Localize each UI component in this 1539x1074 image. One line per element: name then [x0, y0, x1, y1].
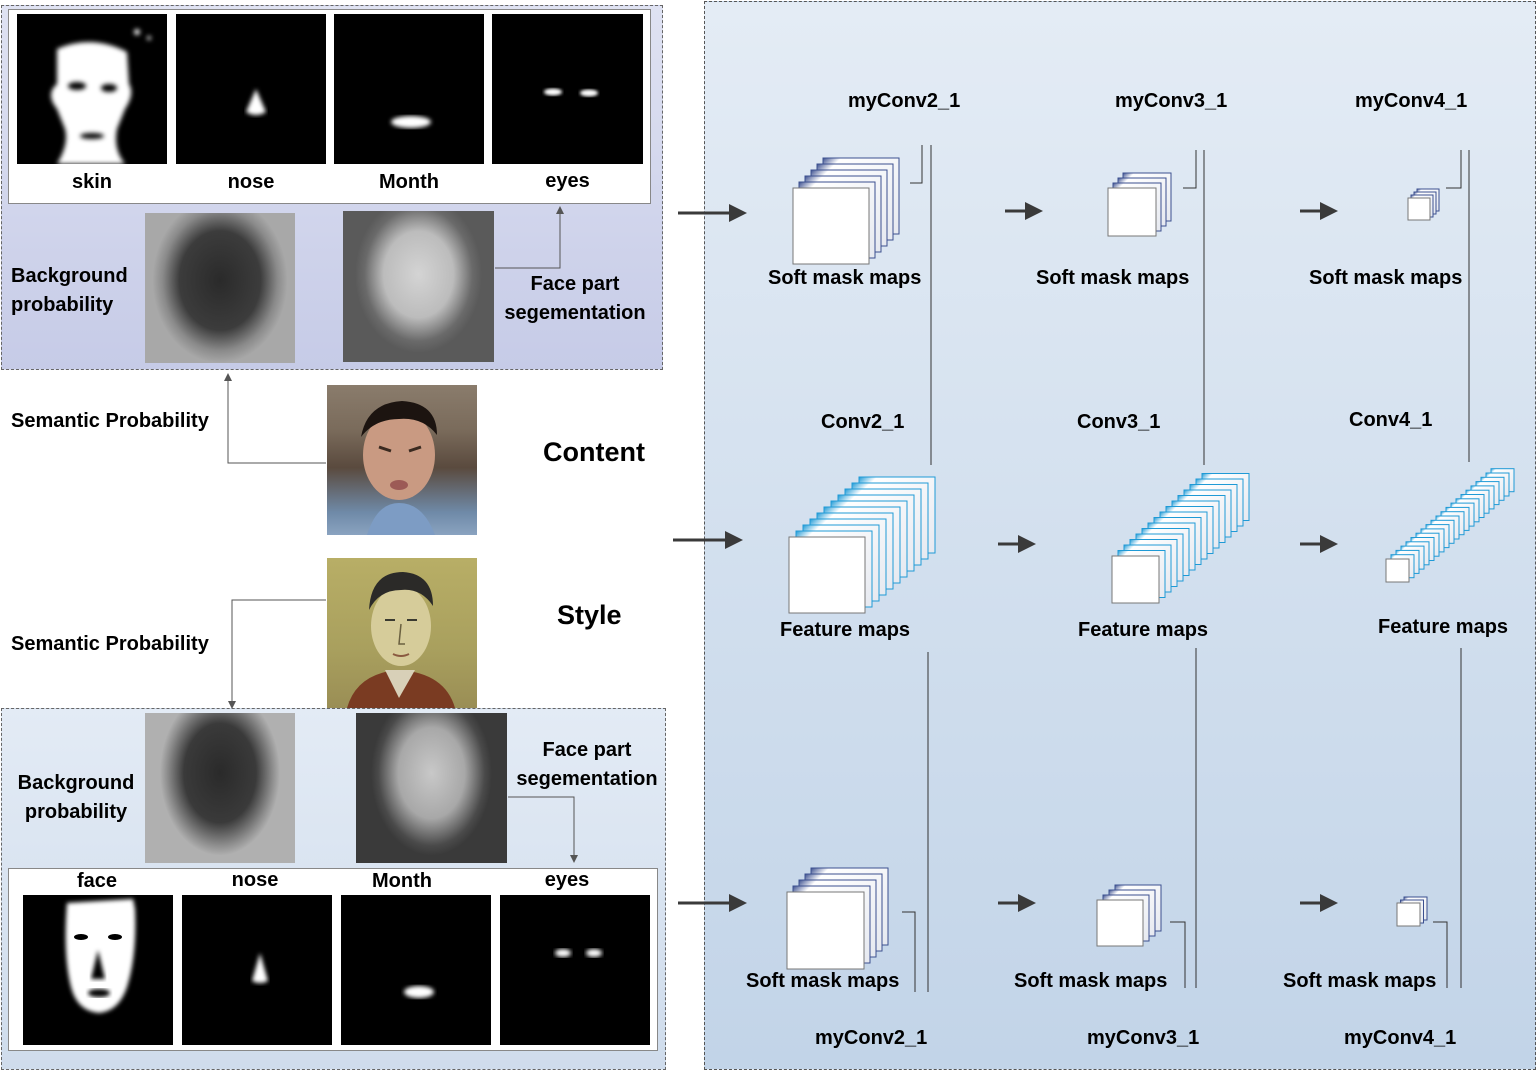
content-semantic-probability-label: Semantic Probability	[11, 410, 209, 432]
top-caption-1: Soft mask maps	[768, 267, 922, 289]
style-photo	[327, 558, 477, 708]
style-background-probability-image	[145, 713, 295, 863]
skin-mask-image	[17, 14, 167, 164]
network-layers-panel	[704, 1, 1536, 1070]
nose-label: nose	[227, 171, 275, 193]
top-layer-name-3: myConv4_1	[1355, 90, 1468, 112]
mid-layer-name-1: Conv2_1	[821, 411, 905, 433]
content-face-part-label: Face part segementation	[504, 273, 646, 324]
mouth-label: Month	[379, 171, 439, 193]
top-caption-3: Soft mask maps	[1309, 267, 1463, 289]
mid-layer-name-3: Conv4_1	[1349, 409, 1433, 431]
mid-caption-3: Feature maps	[1378, 616, 1509, 638]
style-nose-label: nose	[231, 869, 279, 891]
bottom-layer-name-3: myConv4_1	[1344, 1027, 1457, 1049]
eyes-label: eyes	[545, 170, 590, 192]
skin-label: skin	[71, 171, 113, 193]
style-to-probability-connector	[228, 599, 326, 709]
style-face-part-label: Face part segementation	[516, 739, 658, 790]
mouth-mask-image	[334, 14, 484, 164]
style-label: Style	[557, 600, 622, 630]
style-background-probability-label: Background probability	[17, 772, 135, 823]
content-face-segmentation-image	[343, 211, 494, 362]
bottom-caption-3: Soft mask maps	[1283, 970, 1437, 992]
content-photo	[327, 385, 477, 535]
style-semantic-probability-label: Semantic Probability	[11, 633, 209, 655]
content-label: Content	[543, 437, 645, 467]
bottom-caption-1: Soft mask maps	[746, 970, 900, 992]
top-layer-name-1: myConv2_1	[848, 90, 961, 112]
face-label: face	[76, 870, 118, 892]
top-layer-name-2: myConv3_1	[1115, 90, 1228, 112]
eyes-mask-image	[492, 14, 643, 164]
content-background-probability-image	[145, 213, 295, 363]
mid-layer-name-2: Conv3_1	[1077, 411, 1161, 433]
style-nose-mask-image	[182, 895, 332, 1045]
style-eyes-label: eyes	[544, 869, 590, 891]
mid-caption-2: Feature maps	[1078, 619, 1209, 641]
mid-caption-1: Feature maps	[780, 619, 911, 641]
content-to-probability-connector	[224, 373, 326, 464]
top-caption-2: Soft mask maps	[1036, 267, 1190, 289]
style-face-segmentation-image	[356, 713, 507, 863]
content-background-probability-label: Background probability	[11, 265, 128, 316]
bottom-layer-name-1: myConv2_1	[815, 1027, 928, 1049]
bottom-caption-2: Soft mask maps	[1014, 970, 1168, 992]
bottom-layer-name-2: myConv3_1	[1087, 1027, 1200, 1049]
style-eyes-mask-image	[500, 895, 650, 1045]
face-mask-image	[23, 895, 173, 1045]
nose-mask-image	[176, 14, 326, 164]
style-mouth-label: Month	[372, 870, 432, 892]
style-mouth-mask-image	[341, 895, 491, 1045]
